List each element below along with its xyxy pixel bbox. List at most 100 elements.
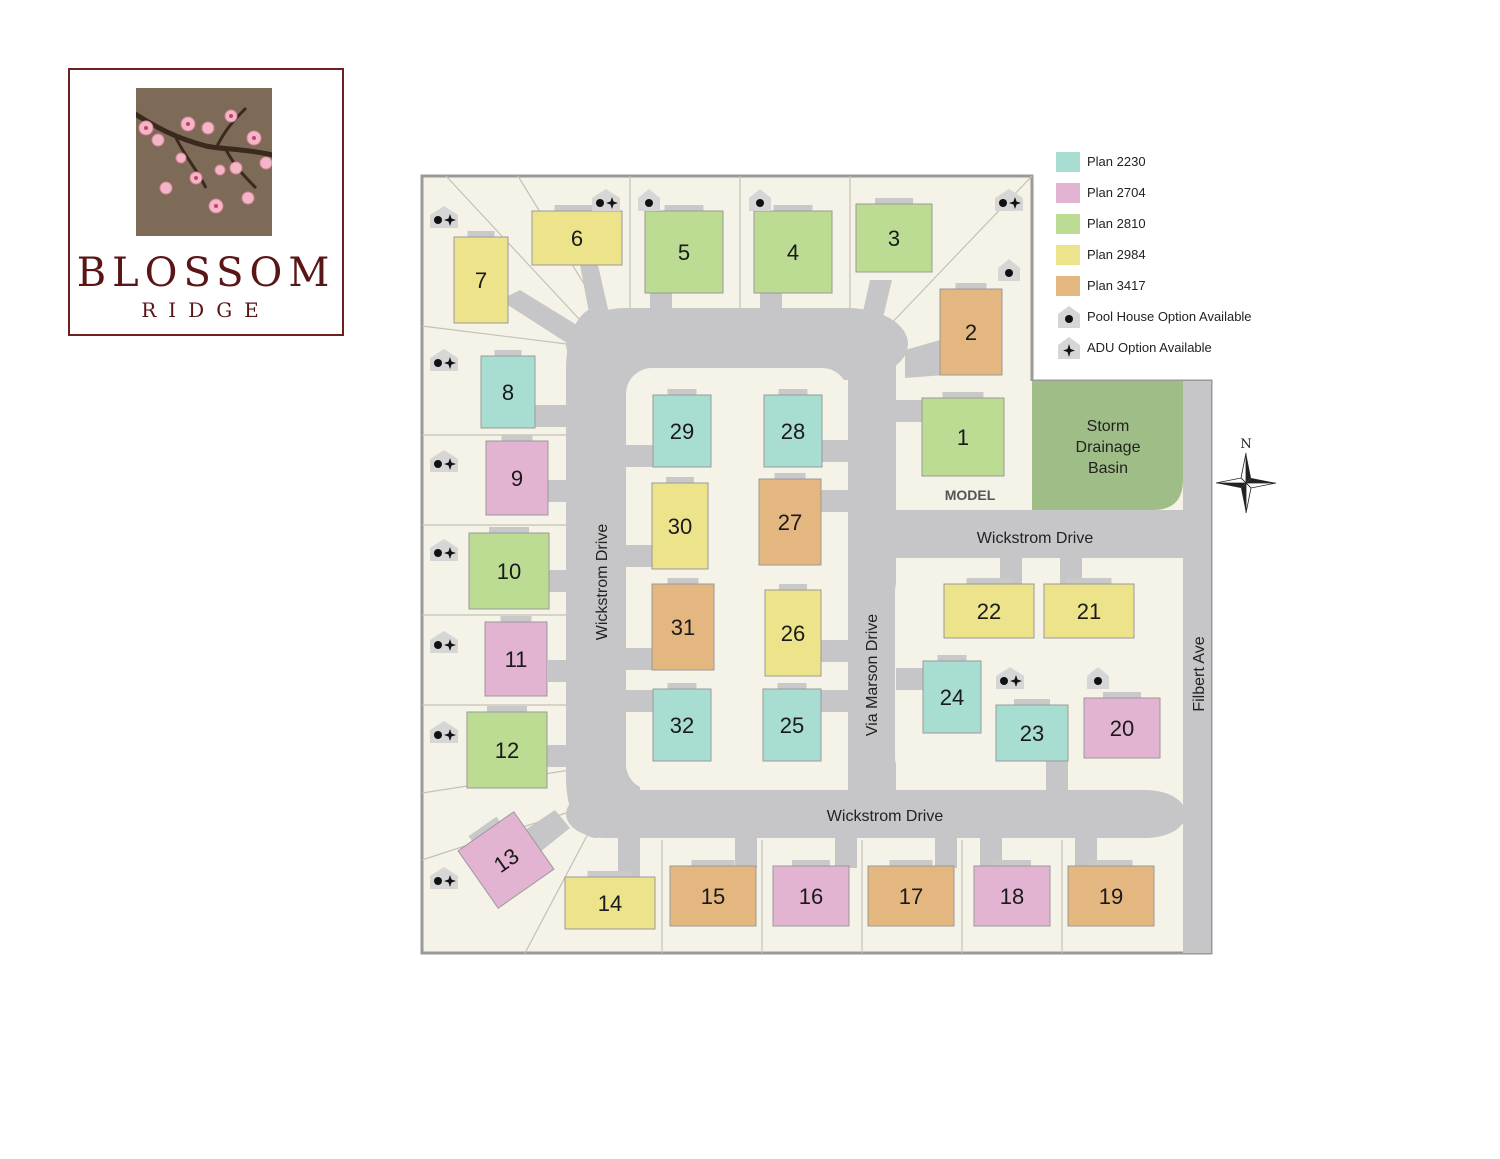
lot-15[interactable]: 15 <box>669 860 757 927</box>
house-footprint <box>763 394 823 468</box>
pool-house-icon <box>999 199 1007 207</box>
lot-number: 2 <box>965 320 977 345</box>
lot-number: 30 <box>668 514 692 539</box>
lot-12[interactable]: 12 <box>466 706 548 789</box>
lot-24[interactable]: 24 <box>922 655 982 734</box>
lot-14[interactable]: 14 <box>564 871 656 930</box>
lot-17[interactable]: 17 <box>867 860 955 927</box>
lot-number: 11 <box>505 647 528 672</box>
lot-18[interactable]: 18 <box>973 860 1051 927</box>
house-footprint <box>1083 697 1161 759</box>
lot-options-23 <box>996 667 1024 689</box>
lot-21[interactable]: 21 <box>1043 578 1135 639</box>
lot-4[interactable]: 4 <box>753 205 833 294</box>
lot-7[interactable]: 7 <box>453 231 509 324</box>
house-footprint <box>644 210 724 294</box>
pool-house-icon <box>1000 677 1008 685</box>
model-label: MODEL <box>945 487 996 503</box>
lot-20[interactable]: 20 <box>1083 692 1161 759</box>
lot-number: 5 <box>678 240 690 265</box>
house-footprint <box>564 876 656 930</box>
house-footprint <box>921 397 1005 477</box>
garage-shadow <box>792 860 830 870</box>
garage-shadow <box>666 477 694 487</box>
garage-shadow <box>1089 860 1133 870</box>
adu-icon <box>444 214 456 226</box>
house-footprint <box>480 355 536 429</box>
lot-30[interactable]: 30 <box>651 477 709 570</box>
basin-label-line3: Basin <box>1088 460 1128 477</box>
garage-shadow <box>487 706 527 716</box>
lot-options-7 <box>430 206 458 228</box>
lot-number: 6 <box>571 226 583 251</box>
lot-31[interactable]: 31 <box>651 578 715 671</box>
lot-1[interactable]: 1 <box>921 392 1005 477</box>
lot-5[interactable]: 5 <box>644 205 724 294</box>
lot-number: 24 <box>940 685 964 710</box>
lot-32[interactable]: 32 <box>652 683 712 762</box>
lot-options-12 <box>430 721 458 743</box>
adu-icon <box>444 639 456 651</box>
compass-north-label: N <box>1240 437 1251 452</box>
cherry-blossom-logo-art <box>136 88 272 236</box>
lot-26[interactable]: 26 <box>764 584 822 677</box>
lot-13[interactable]: 13 <box>455 807 555 909</box>
garage-shadow <box>779 584 807 594</box>
house-footprint <box>651 583 715 671</box>
lot-29[interactable]: 29 <box>652 389 712 468</box>
lot-number: 29 <box>670 419 694 444</box>
lot-27[interactable]: 27 <box>758 473 822 566</box>
pool-house-icon <box>434 216 442 224</box>
lot-number: 7 <box>475 268 487 293</box>
lot-23[interactable]: 23 <box>995 699 1069 762</box>
lot-16[interactable]: 16 <box>772 860 850 927</box>
lot-number: 10 <box>497 559 521 584</box>
lot-9[interactable]: 9 <box>485 435 549 516</box>
house-footprint <box>457 811 555 909</box>
garage-shadow <box>1066 578 1112 588</box>
legend-item-plan-2230: Plan 2230 <box>1056 150 1316 181</box>
lot-options-11 <box>430 631 458 653</box>
lot-8[interactable]: 8 <box>480 350 536 429</box>
streets <box>566 308 1211 953</box>
garage-shadow <box>875 198 913 208</box>
garage-shadow <box>587 871 633 881</box>
lot-3[interactable]: 3 <box>855 198 933 273</box>
legend-item-plan-2704: Plan 2704 <box>1056 181 1316 212</box>
lot-number: 32 <box>670 713 694 738</box>
legend-item-adu: ADU Option Available <box>1056 336 1316 367</box>
garage-shadow <box>554 205 600 215</box>
house-footprint <box>652 394 712 468</box>
lot-2[interactable]: 2 <box>939 283 1003 376</box>
lot-25[interactable]: 25 <box>762 683 822 762</box>
legend-swatch <box>1056 214 1080 234</box>
legend-label: Plan 2984 <box>1087 247 1146 262</box>
lot-options-2 <box>998 259 1020 281</box>
lot-10[interactable]: 10 <box>468 527 550 610</box>
house-footprint <box>758 478 822 566</box>
house-footprint <box>939 288 1003 376</box>
lot-number: 31 <box>671 615 695 640</box>
lot-28[interactable]: 28 <box>763 389 823 468</box>
house-footprint <box>1043 583 1135 639</box>
legend: Plan 2230 Plan 2704 Plan 2810 Plan 2984 … <box>1056 150 1316 367</box>
pool-house-icon <box>434 460 442 468</box>
house-footprint <box>764 589 822 677</box>
lot-19[interactable]: 19 <box>1067 860 1155 927</box>
lot-number: 22 <box>977 599 1001 624</box>
house-footprint <box>466 711 548 789</box>
garage-shadow <box>942 392 984 402</box>
lot-number: 28 <box>781 419 805 444</box>
lot-6[interactable]: 6 <box>531 205 623 266</box>
house-footprint <box>652 688 712 762</box>
pool-house-icon <box>1058 306 1080 328</box>
legend-label: ADU Option Available <box>1087 340 1212 355</box>
adu-icon <box>1010 675 1022 687</box>
lot-number: 26 <box>781 621 805 646</box>
legend-item-plan-3417: Plan 3417 <box>1056 274 1316 305</box>
pool-house-icon <box>434 641 442 649</box>
garage-shadow <box>889 860 933 870</box>
lot-11[interactable]: 11 <box>484 616 548 697</box>
legend-label: Pool House Option Available <box>1087 309 1252 324</box>
lot-22[interactable]: 22 <box>943 578 1035 639</box>
